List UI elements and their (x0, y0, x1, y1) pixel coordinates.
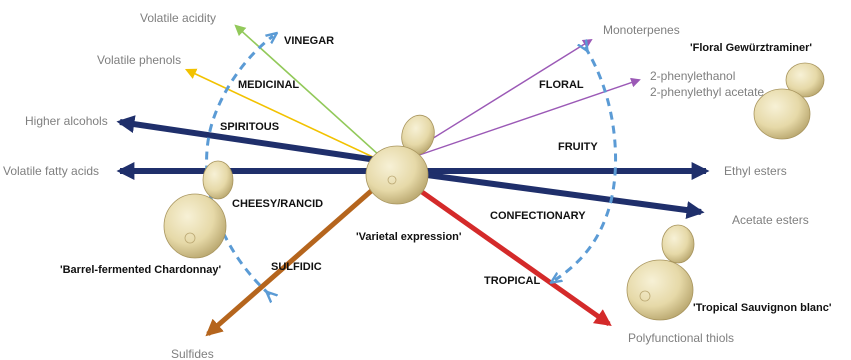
ethyl-esters-label: Ethyl esters (724, 164, 787, 178)
medicinal-label: MEDICINAL (238, 79, 299, 91)
sauvignon-style-label: 'Tropical Sauvignon blanc' (693, 302, 832, 314)
floral-label: FLORAL (539, 79, 584, 91)
tropical-label: TROPICAL (484, 275, 541, 287)
monoterpenes-label: Monoterpenes (603, 23, 680, 37)
vinegar-label: VINEGAR (284, 35, 334, 47)
chardonnay-yeast-cell (164, 161, 233, 258)
volatile-acidity-label: Volatile acidity (140, 11, 216, 25)
higher-alcohols-label: Higher alcohols (25, 114, 108, 128)
acetate-esters-arrow (390, 170, 701, 212)
gewurztraminer-yeast-cell (754, 63, 824, 139)
volatile-fatty-acids-label: Volatile fatty acids (3, 164, 99, 178)
sulfidic-label: SULFIDIC (271, 261, 322, 273)
acetate-esters-label: Acetate esters (732, 213, 809, 227)
thiols-arrow (405, 180, 609, 324)
polyfunctional-thiols-label: Polyfunctional thiols (628, 331, 734, 345)
volatile-phenols-label: Volatile phenols (97, 53, 181, 67)
gewurztraminer-style-label: 'Floral Gewürztraminer' (690, 42, 812, 54)
fruity-label: FRUITY (558, 141, 598, 153)
center-varietal-label: 'Varietal expression' (356, 231, 462, 243)
cheesy-rancid-label: CHEESY/RANCID (232, 198, 323, 210)
sulfides-label: Sulfides (171, 347, 214, 360)
spiritous-label: SPIRITOUS (220, 121, 279, 133)
confectionary-label: CONFECTIONARY (490, 210, 586, 222)
chardonnay-style-label: 'Barrel-fermented Chardonnay' (60, 264, 221, 276)
center-yeast-cell (366, 112, 439, 204)
sauvignon-yeast-cell (627, 225, 694, 320)
phenylethyl-acetate-label: 2-phenylethyl acetate (650, 85, 764, 99)
phenylethanol-label: 2-phenylethanol (650, 69, 735, 83)
